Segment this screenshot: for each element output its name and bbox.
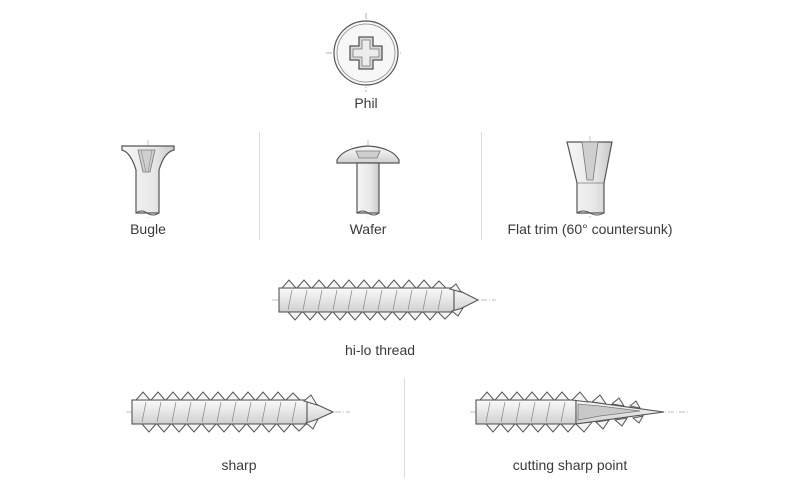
hilo-thread-label: hi-lo thread [344,342,416,358]
divider-row2-left [259,132,260,240]
flat-trim-label: Flat trim (60° countersunk) [507,221,673,237]
bugle-label: Bugle [130,221,166,237]
bugle-head-icon [121,140,175,218]
flat-trim-head-icon [566,136,613,218]
divider-row2-right [481,132,482,240]
phil-label: Phil [354,95,378,111]
wafer-head-icon [336,140,400,218]
phillips-head-icon [326,13,403,92]
cutting-sharp-point-label: cutting sharp point [512,457,628,473]
hilo-thread-screw-icon [272,279,496,321]
divider-row4 [404,378,405,478]
wafer-label: Wafer [349,221,387,237]
cutting-sharp-point-screw-icon [470,391,690,433]
sharp-point-screw-icon [126,391,350,433]
sharp-label: sharp [221,457,257,473]
